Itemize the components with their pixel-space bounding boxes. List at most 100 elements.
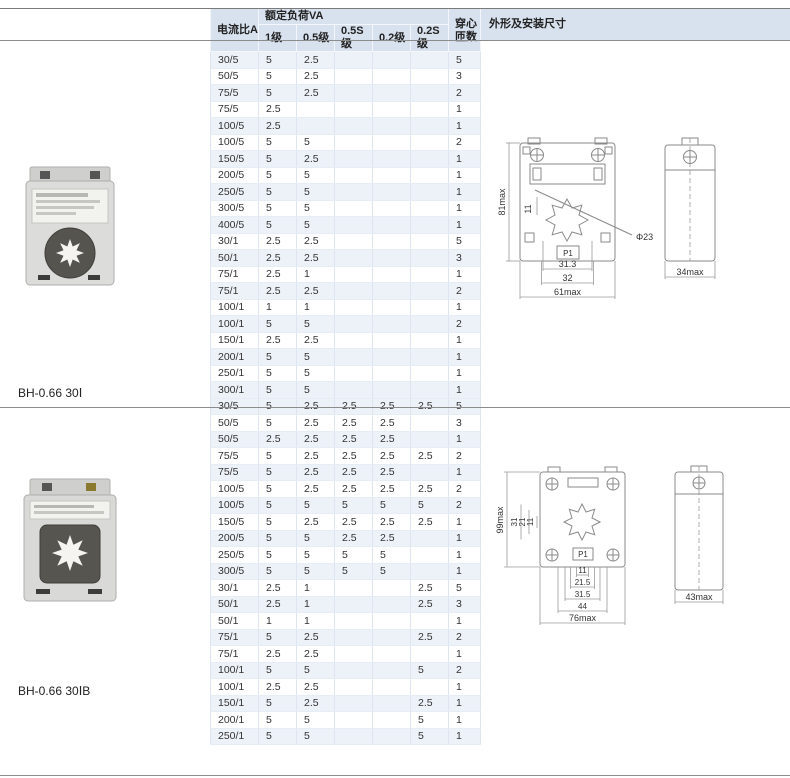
- header-turns: 穿心匝数: [448, 8, 481, 52]
- cell-class-05s: [334, 167, 373, 184]
- cell-class-02: [372, 183, 411, 201]
- cell-class-05: 2.5: [296, 629, 335, 646]
- cell-class-1: 5: [258, 497, 297, 514]
- cell-current-ratio: 50/5: [210, 414, 259, 432]
- cell-turns: 1: [448, 365, 481, 382]
- table-row: 100/1 5 5 5 2: [210, 662, 481, 679]
- cell-class-05s: [334, 51, 373, 69]
- cell-turns: 1: [448, 530, 481, 547]
- cell-current-ratio: 75/5: [210, 464, 259, 481]
- cell-class-02s: 5: [410, 728, 449, 745]
- cell-class-05s: [334, 183, 373, 201]
- cell-current-ratio: 30/5: [210, 398, 259, 415]
- cell-class-1: 5: [258, 414, 297, 432]
- cell-class-1: 2.5: [258, 233, 297, 250]
- cell-class-05: 5: [296, 200, 335, 217]
- cell-class-05: 5: [296, 711, 335, 729]
- cell-turns: 1: [448, 183, 481, 201]
- cell-class-05: 1: [296, 579, 335, 597]
- cell-class-02: [372, 216, 411, 234]
- cell-current-ratio: 300/5: [210, 200, 259, 217]
- cell-class-05s: [334, 662, 373, 679]
- cell-class-05: 5: [296, 381, 335, 399]
- cell-turns: 1: [448, 150, 481, 168]
- cell-class-05s: [334, 150, 373, 168]
- cell-current-ratio: 75/1: [210, 629, 259, 646]
- cell-class-02s: [410, 645, 449, 663]
- cell-class-1: 2.5: [258, 117, 297, 135]
- cell-class-05s: 2.5: [334, 480, 373, 498]
- cell-class-05s: [334, 299, 373, 316]
- cell-current-ratio: 150/1: [210, 695, 259, 712]
- table-body-30ib: 30/5 5 2.5 2.5 2.5 2.5 5 50/5 5 2.5 2.5 …: [210, 398, 481, 745]
- cell-class-05s: 2.5: [334, 398, 373, 415]
- cell-class-05s: 5: [334, 497, 373, 514]
- cell-class-05s: [334, 629, 373, 646]
- cell-class-05: 5: [296, 546, 335, 564]
- cell-class-05: 2.5: [296, 695, 335, 712]
- cell-class-1: 2.5: [258, 596, 297, 613]
- cell-class-05s: 2.5: [334, 414, 373, 432]
- table-row: 200/1 5 5 1: [210, 348, 481, 366]
- cell-class-05s: [334, 216, 373, 234]
- header-class-02: 0.2级: [372, 24, 411, 52]
- table-row: 30/1 2.5 2.5 5: [210, 233, 481, 250]
- cell-current-ratio: 75/5: [210, 84, 259, 102]
- cell-current-ratio: 300/1: [210, 381, 259, 399]
- cell-class-1: 2.5: [258, 249, 297, 267]
- cell-class-02s: 2.5: [410, 695, 449, 712]
- cell-turns: 1: [448, 695, 481, 712]
- dim-label-width: 61max: [554, 287, 582, 297]
- cell-class-02: [372, 381, 411, 399]
- cell-current-ratio: 50/1: [210, 612, 259, 630]
- cell-turns: 3: [448, 414, 481, 432]
- cell-turns: 1: [448, 216, 481, 234]
- dim-label-width: 76max: [569, 613, 597, 623]
- cell-class-1: 5: [258, 447, 297, 465]
- cell-class-05: 2.5: [296, 513, 335, 531]
- cell-class-05: 5: [296, 315, 335, 333]
- front-view-dim-lines: [506, 142, 616, 299]
- product-model-label: BH-0.66 30Ⅰ: [18, 386, 83, 400]
- dim-label-inner-width: 31.3: [559, 259, 577, 269]
- cell-class-02s: [410, 563, 449, 580]
- side-view-outline: [674, 465, 724, 591]
- cell-current-ratio: 150/5: [210, 150, 259, 168]
- rule-top: [0, 8, 790, 9]
- table-row: 100/5 5 2.5 2.5 2.5 2.5 2: [210, 480, 481, 498]
- cell-class-02: [372, 299, 411, 316]
- header-class-02s: 0.2S级: [410, 24, 449, 52]
- dim-label-height: 81max: [497, 188, 507, 216]
- table-row: 200/1 5 5 5 1: [210, 711, 481, 729]
- cell-current-ratio: 50/1: [210, 596, 259, 613]
- cell-class-02: [372, 84, 411, 102]
- dim-label-b3: 31.5: [575, 590, 591, 599]
- dim-label-hole-width: 32: [562, 273, 572, 283]
- cell-turns: 2: [448, 282, 481, 300]
- cell-turns: 5: [448, 51, 481, 69]
- cell-class-02: 2.5: [372, 398, 411, 415]
- cell-class-02: 2.5: [372, 447, 411, 465]
- table-row: 150/1 2.5 2.5 1: [210, 332, 481, 349]
- table-row: 75/1 2.5 2.5 2: [210, 282, 481, 300]
- cell-current-ratio: 75/1: [210, 266, 259, 283]
- front-view-outline: [539, 466, 626, 568]
- cell-class-02: [372, 315, 411, 333]
- table-row: 50/1 2.5 1 2.5 3: [210, 596, 481, 613]
- header-turns-line2: 匝数: [455, 31, 477, 43]
- cell-class-02: 2.5: [372, 464, 411, 481]
- table-row: 400/5 5 5 1: [210, 216, 481, 234]
- cell-class-05: 2.5: [296, 414, 335, 432]
- cell-class-02: [372, 678, 411, 696]
- cell-class-02: 5: [372, 563, 411, 580]
- cell-class-02s: [410, 299, 449, 316]
- cell-class-05: 2.5: [296, 464, 335, 481]
- table-row: 30/5 5 2.5 2.5 2.5 2.5 5: [210, 398, 481, 415]
- cell-class-05: 5: [296, 530, 335, 547]
- cell-class-05s: [334, 596, 373, 613]
- cell-class-02: [372, 249, 411, 267]
- cell-class-05s: 2.5: [334, 464, 373, 481]
- cell-class-1: 5: [258, 51, 297, 69]
- dim-label-hole-diameter: Φ23: [636, 232, 653, 242]
- cell-current-ratio: 100/1: [210, 315, 259, 333]
